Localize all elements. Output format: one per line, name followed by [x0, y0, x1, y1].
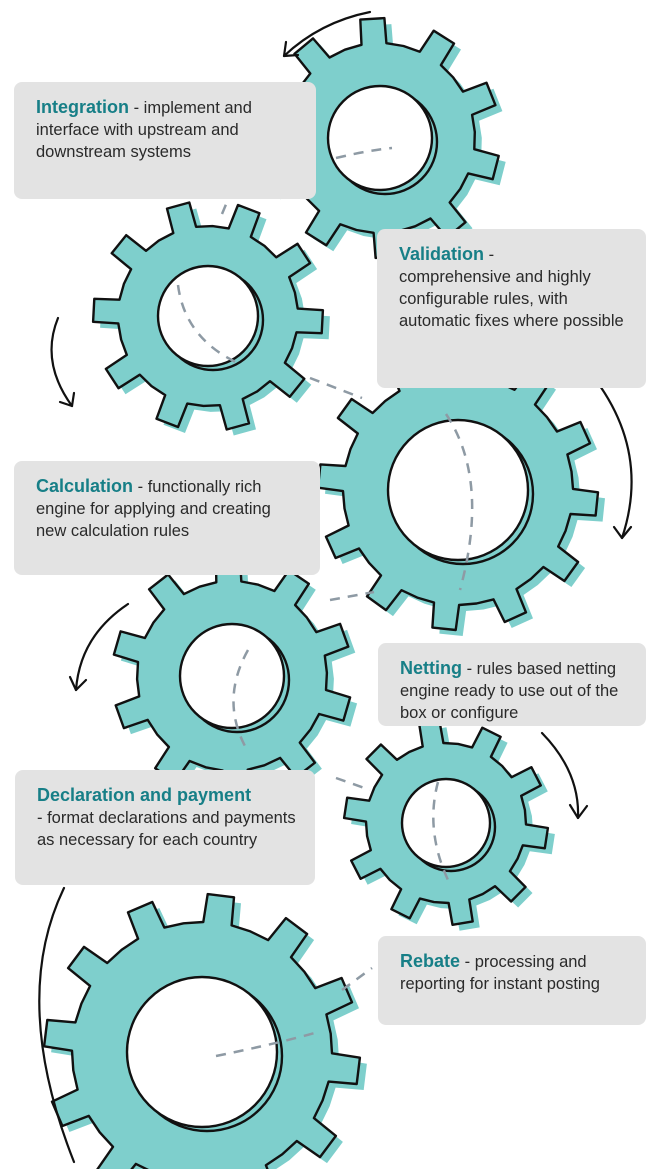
gear-icon	[42, 892, 367, 1169]
dash-line	[232, 649, 250, 749]
curved-arrow-icon	[38, 886, 76, 1164]
rebate-description: processing and reporting for instant pos…	[400, 953, 600, 993]
integration-description: implement and interface with upstream an…	[36, 99, 252, 161]
calculation-separator: -	[133, 478, 148, 496]
dash-line	[176, 284, 243, 367]
declaration-title: Declaration and payment	[37, 785, 252, 805]
rebate-separator: -	[460, 953, 475, 971]
calculation-title: Calculation	[36, 476, 134, 496]
calculation-description: functionally rich engine for applying an…	[36, 478, 271, 540]
gear-icon	[91, 201, 330, 436]
dash-line	[215, 1030, 319, 1058]
dash-line	[444, 413, 474, 591]
dash-line	[335, 776, 371, 792]
gear-icon	[316, 348, 605, 636]
dash-line	[335, 146, 393, 160]
dash-line	[309, 376, 363, 400]
integration-separator: -	[129, 99, 144, 117]
rebate-card: Rebate - processing and reporting for in…	[378, 936, 646, 1025]
netting-separator: -	[462, 660, 477, 678]
curved-arrow-icon	[68, 602, 130, 692]
validation-separator: -	[484, 246, 495, 264]
gear-icon	[342, 720, 555, 931]
declaration-description: format declarations and payments as nece…	[37, 809, 296, 849]
curved-arrow-icon	[282, 10, 372, 58]
netting-card: Netting - rules based netting engine rea…	[378, 643, 646, 726]
validation-description: comprehensive and highly configurable ru…	[399, 268, 624, 330]
gear-icon	[112, 555, 358, 802]
curved-arrow-icon	[586, 368, 633, 540]
integration-card: Integration - implement and interface wi…	[14, 82, 316, 199]
netting-title: Netting	[400, 658, 462, 678]
dash-line	[329, 590, 375, 602]
validation-title: Validation	[399, 244, 485, 264]
curved-arrow-icon	[50, 316, 76, 408]
dash-line	[341, 966, 373, 992]
integration-title: Integration	[36, 97, 129, 117]
gear-icon	[260, 16, 506, 264]
declaration-separator: -	[37, 809, 48, 827]
curved-arrow-icon	[540, 731, 589, 820]
validation-card: Validation - comprehensive and highly co…	[377, 229, 646, 388]
declaration-card: Declaration and payment - format declara…	[15, 770, 315, 885]
calculation-card: Calculation - functionally rich engine f…	[14, 461, 320, 575]
rebate-title: Rebate	[400, 951, 461, 971]
netting-description: rules based netting engine ready to use …	[400, 660, 619, 722]
